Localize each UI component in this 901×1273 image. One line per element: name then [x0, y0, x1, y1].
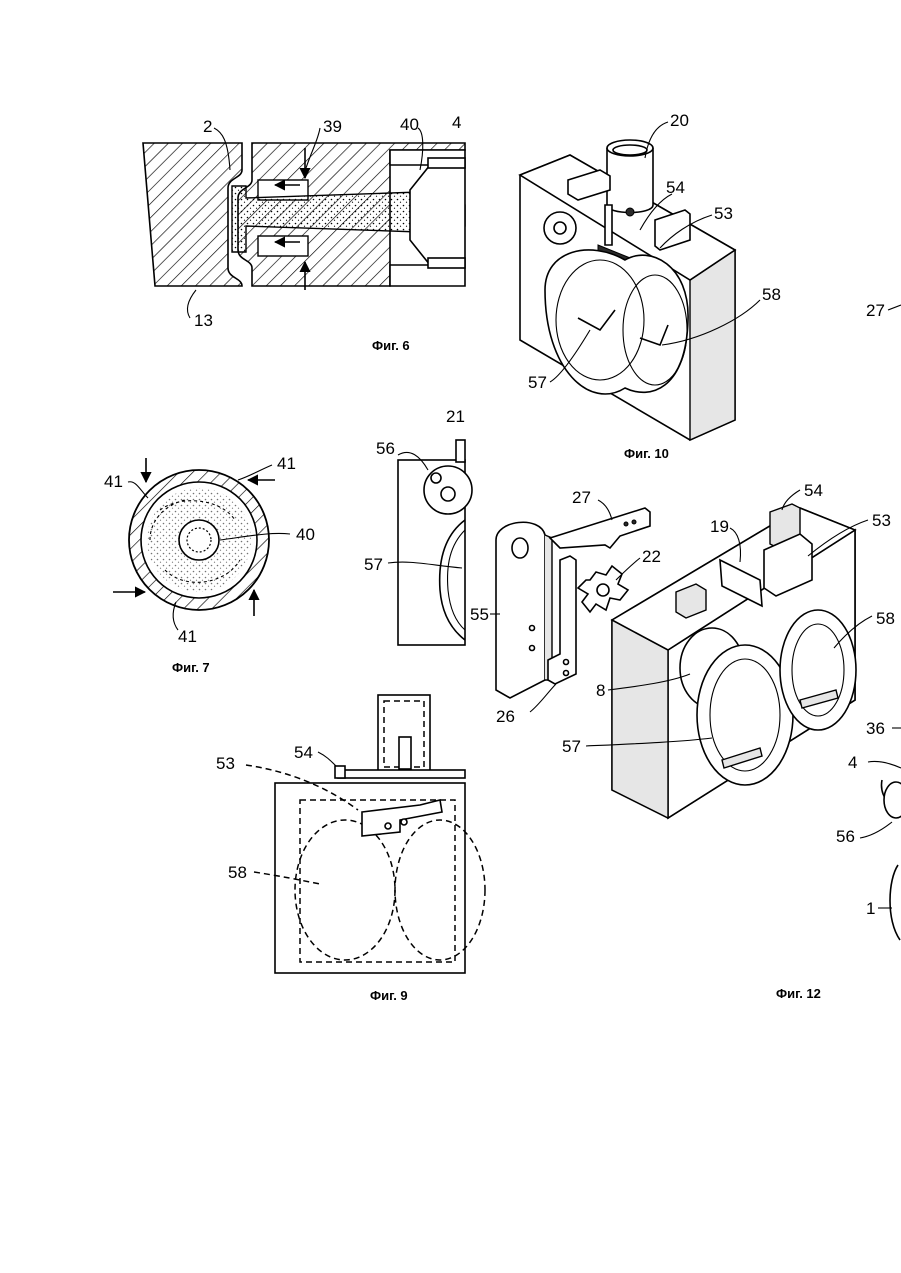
fig11-leader-27: [888, 305, 901, 310]
fig11-label-1: 1: [866, 899, 875, 918]
fig11-cap: [884, 782, 901, 818]
fig12-bar-hole-b: [632, 520, 636, 524]
fig6-left-wall: [143, 143, 242, 286]
fig10-roller-hub: [554, 222, 566, 234]
fig9-caption: Фиг. 9: [370, 988, 408, 1003]
fig12-caption: Фиг. 12: [776, 986, 821, 1001]
fig8-label-21: 21: [446, 407, 465, 426]
fig12-plate-pin-a: [530, 626, 535, 631]
fig7-label-41b: 41: [277, 454, 296, 473]
fig9-label-58: 58: [228, 863, 247, 882]
fig12-gear-hub: [597, 584, 609, 596]
fig9-leader-54: [318, 752, 336, 766]
fig6-lower-channel: [258, 236, 308, 256]
fig12-chamber-58: [780, 610, 856, 730]
fig12-label-22: 22: [642, 547, 661, 566]
fig12-label-53: 53: [872, 511, 891, 530]
fig7-leader-41b: [238, 465, 272, 480]
fig9-pin: [399, 737, 411, 769]
fig12-label-27: 27: [572, 488, 591, 507]
fig12-label-58: 58: [876, 609, 895, 628]
fig12-housing-side: [612, 620, 668, 818]
fig11-label-36: 36: [866, 719, 885, 738]
fig12-strip-hole-a: [564, 660, 569, 665]
fig11-label-27: 27: [866, 301, 885, 320]
fig12-leader-26: [530, 684, 556, 712]
fig12-label-19: 19: [710, 517, 729, 536]
fig10-label-20: 20: [670, 111, 689, 130]
fig6-caption: Фиг. 6: [372, 338, 410, 353]
fig6-label-4: 4: [452, 113, 461, 132]
fig10-spout: [607, 148, 653, 213]
figure-10: 20 54 53 58 57 Фиг. 10: [520, 111, 781, 461]
fig10-label-57: 57: [528, 373, 547, 392]
fig12-label-57: 57: [562, 737, 581, 756]
fig10-slider: [605, 205, 612, 245]
figure-6: 2 39 40 4 13 Фиг. 6: [143, 113, 465, 353]
fig10-label-58: 58: [762, 285, 781, 304]
fig9-lever-hole-b: [401, 819, 407, 825]
fig12-label-55: 55: [470, 605, 489, 624]
fig8-roller-hub: [441, 487, 455, 501]
fig9-label-54: 54: [294, 743, 313, 762]
figure-8: 21 56 57: [364, 407, 472, 645]
fig12-leader-27: [598, 500, 612, 520]
fig12-label-54: 54: [804, 481, 823, 500]
fig11-label-56: 56: [836, 827, 855, 846]
fig12-plate-hole: [512, 538, 528, 558]
fig8-pin: [431, 473, 441, 483]
fig7-label-41a: 41: [104, 472, 123, 491]
fig6-label-2: 2: [203, 117, 212, 136]
fig7-core: [187, 528, 211, 552]
fig9-stop: [335, 766, 345, 778]
fig8-label-56: 56: [376, 439, 395, 458]
fig12-strip-hole-b: [564, 671, 569, 676]
fig10-chamber-opening: [545, 250, 688, 394]
fig6-slot-bottom: [428, 258, 465, 268]
fig7-label-41c: 41: [178, 627, 197, 646]
fig7-label-40: 40: [296, 525, 315, 544]
fig9-lever-hole-a: [385, 823, 391, 829]
fig12-leader-22: [616, 558, 640, 580]
fig10-label-54: 54: [666, 178, 685, 197]
fig6-slot-top: [428, 158, 465, 168]
figure-9: 53 54 58 Фиг. 9: [216, 695, 485, 1003]
fig10-caption: Фиг. 10: [624, 446, 669, 461]
fig8-label-57: 57: [364, 555, 383, 574]
figure-12: 27 54 53 19 22 55 58 8 26 57 Фиг. 12: [470, 481, 895, 1001]
fig12-plate-pin-b: [530, 646, 535, 651]
fig11-leader-56: [860, 822, 892, 838]
fig11-label-4: 4: [848, 753, 857, 772]
fig9-rail: [338, 770, 465, 778]
fig6-label-39: 39: [323, 117, 342, 136]
fig10-label-53: 53: [714, 204, 733, 223]
fig10-spout-bore: [613, 145, 647, 155]
fig12-chamber-57: [697, 645, 793, 785]
fig10-spout-hole: [626, 208, 634, 216]
fig10-box-side: [690, 250, 735, 440]
fig6-label-13: 13: [194, 311, 213, 330]
fig11-bowl: [890, 865, 900, 940]
fig12-bar-hole-a: [624, 522, 628, 526]
figure-7: 41 41 40 41 Фиг. 7: [104, 454, 315, 675]
fig6-label-40: 40: [400, 115, 419, 134]
fig12-label-8: 8: [596, 681, 605, 700]
fig7-caption: Фиг. 7: [172, 660, 210, 675]
fig12-label-26: 26: [496, 707, 515, 726]
fig8-stub: [456, 440, 465, 462]
fig11-leader-4: [868, 761, 901, 768]
fig12-bar-27: [550, 508, 650, 548]
fig9-label-53: 53: [216, 754, 235, 773]
